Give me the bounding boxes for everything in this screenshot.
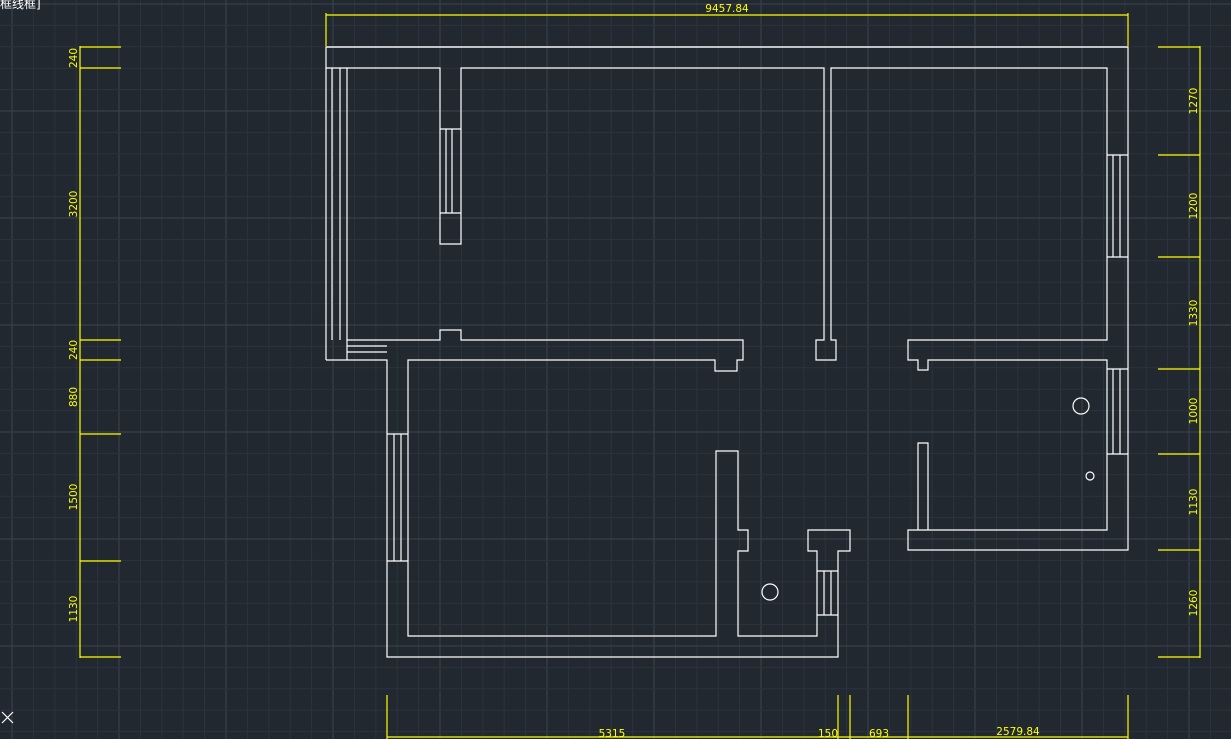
- small-drain-icon[interactable]: [1085, 471, 1095, 481]
- dim-left-4: 880: [68, 387, 80, 407]
- floor-plan[interactable]: [325, 46, 1129, 658]
- dim-left-1: 240: [68, 48, 80, 68]
- dim-bottom-4: 2579.84: [996, 726, 1040, 738]
- dimensions: [79, 13, 1201, 739]
- exterior-wall-outer[interactable]: [325, 46, 1129, 658]
- dim-left-6: 1130: [68, 596, 80, 623]
- viewport-label[interactable]: 框线框]: [0, 0, 41, 11]
- bath-drain-icon[interactable]: [761, 583, 779, 601]
- dim-right-6: 1260: [1188, 590, 1200, 617]
- dim-right-5: 1130: [1188, 489, 1200, 516]
- dim-top-total: 9457.84: [705, 3, 749, 15]
- kitchen-partition[interactable]: [917, 442, 929, 530]
- close-icon[interactable]: [1, 711, 14, 724]
- dim-right-2: 1200: [1188, 193, 1200, 220]
- dim-left-5: 1500: [68, 484, 80, 511]
- dim-bottom-2: 150: [818, 728, 838, 739]
- dim-right-3: 1330: [1188, 300, 1200, 327]
- dim-left-2: 3200: [68, 191, 80, 218]
- dim-bottom-1: 5315: [599, 728, 626, 739]
- dim-right-4: 1000: [1188, 398, 1200, 425]
- dim-bottom-3: 693: [869, 728, 889, 739]
- floor-drain-icon[interactable]: [1072, 397, 1090, 415]
- dim-right-1: 1270: [1188, 88, 1200, 115]
- dim-left-3: 240: [68, 340, 80, 360]
